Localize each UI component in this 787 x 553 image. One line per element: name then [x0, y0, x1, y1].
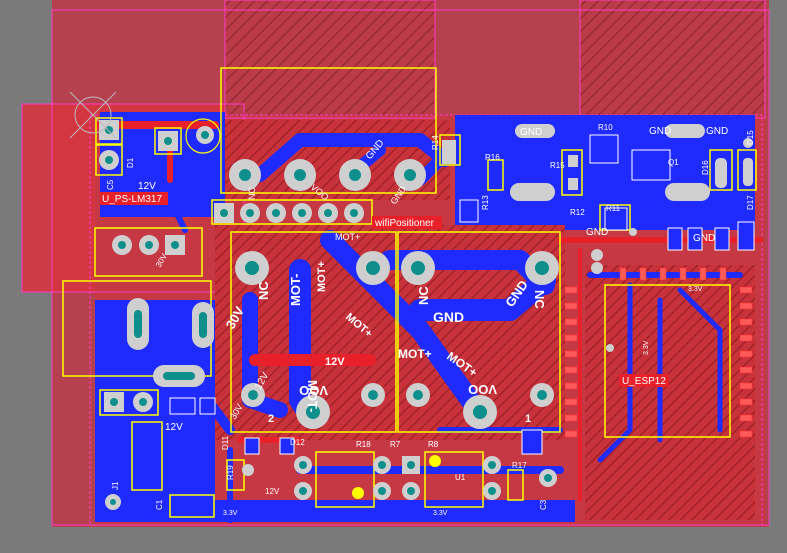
designator-c1: C1: [155, 499, 164, 510]
designator-c3: C3: [539, 499, 548, 510]
net-12v-c: 12V: [265, 487, 280, 496]
designator-r18: R18: [356, 440, 371, 449]
net-gnd-d: GND: [586, 227, 608, 238]
relay-left-ref: 2: [268, 413, 274, 425]
designator-r16: R16: [485, 153, 500, 162]
designator-d16: D16: [701, 160, 710, 175]
designator-r15: R15: [550, 161, 565, 170]
relay-left-12v: 12V: [325, 356, 345, 368]
designator-r19: R19: [226, 465, 235, 480]
label-ps-lm317: U_PS-LM317: [102, 194, 162, 205]
designator-r10: R10: [598, 123, 613, 132]
net-12v-b: 12V: [165, 422, 183, 433]
designator-r11: R11: [606, 204, 621, 213]
net-12v-a: 12V: [138, 181, 156, 192]
led-outline: [185, 118, 221, 154]
net-mot-plus-top: MOT+: [335, 232, 360, 242]
silkscreen-outlines: [62, 67, 757, 518]
relay-left-mot-minus-1: MOT-: [288, 274, 303, 307]
relay-right-mot-plus-a: MOT+: [398, 347, 432, 361]
designator-u1: U1: [455, 473, 466, 482]
relay-right-ref: 1: [525, 413, 531, 425]
net-gnd-e: GND: [693, 233, 715, 244]
designator-d1: D1: [126, 157, 135, 168]
designator-d17: D17: [746, 195, 755, 210]
net-33v-c: 3.3V: [688, 286, 703, 293]
label-esp12: U_ESP12: [622, 376, 666, 387]
relay-right-nc2: NC: [532, 290, 547, 309]
relay-right-gnd-center: GND: [433, 309, 464, 325]
designator-r8: R8: [428, 440, 439, 449]
relay-left-nc: NC: [256, 281, 271, 300]
designator-r12: R12: [570, 208, 585, 217]
net-gnd-b: GND: [649, 126, 671, 137]
relay-right-nc: NC: [416, 286, 431, 305]
net-33v-d: 3.3V: [643, 340, 650, 355]
designator-r13: R13: [481, 195, 490, 210]
net-gnd-a: GND: [520, 127, 542, 138]
relay-right-voo: VOO: [468, 382, 497, 397]
net-nc-top: NC: [247, 187, 257, 200]
designator-d15: D15: [746, 130, 755, 145]
origin-marker-icon: [69, 91, 117, 139]
designator-j1: J1: [111, 481, 120, 490]
net-gnd-c: GND: [706, 126, 728, 137]
relay-left-mot-minus-2: MOT-: [305, 380, 320, 413]
through-hole-pads[interactable]: [99, 120, 753, 510]
net-33v-b: 3.3V: [433, 510, 448, 517]
net-33v-a: 3.3V: [223, 510, 238, 517]
smd-pads[interactable]: [169, 134, 755, 455]
designator-r14: R14: [431, 135, 440, 150]
designator-d11: D11: [221, 435, 230, 450]
designator-c5: C5: [106, 179, 115, 190]
label-wifi-positioner: wifiPositioner: [374, 218, 435, 229]
relay-left-mot-plus-a: MOT+: [316, 261, 328, 292]
designator-q1: Q1: [668, 158, 679, 167]
relay-left-voo: VOO: [299, 383, 328, 398]
designator-r17: R17: [512, 461, 527, 470]
esp12-pads[interactable]: [564, 267, 753, 438]
designator-r7: R7: [390, 440, 401, 449]
designator-d12: D12: [290, 438, 305, 447]
